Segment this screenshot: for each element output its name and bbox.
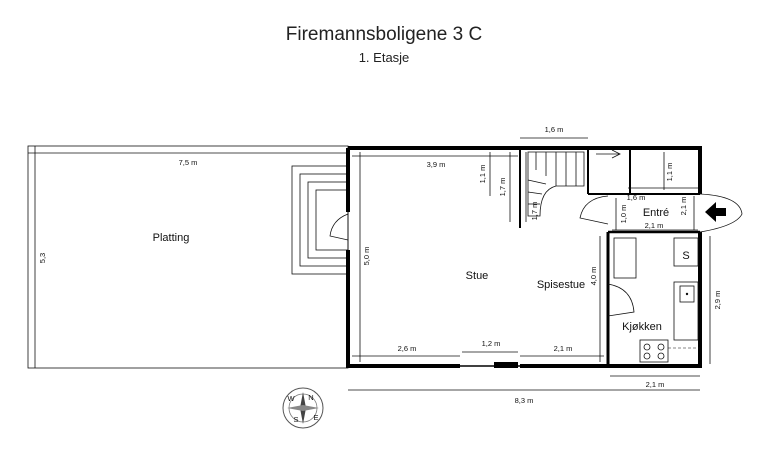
room-label-entre: Entré (643, 207, 669, 219)
doors (329, 193, 743, 317)
spisestue-height-label: 4,0 m (589, 267, 598, 286)
room-labels: Stue Spisestue Entré Kjøkken S (466, 207, 690, 333)
room-label-kjokken: Kjøkken (622, 321, 662, 333)
bottom-left-label: 2,6 m (398, 344, 417, 353)
arrow-left-icon (705, 202, 726, 222)
compass-s: S (293, 415, 298, 424)
platting-height-label: 5,3 (38, 253, 47, 263)
stue-top-label: 3,9 m (427, 160, 446, 169)
deck-steps (291, 165, 349, 275)
entre-h3-label: 2,1 m (679, 197, 688, 216)
room-label-platting: Platting (153, 232, 190, 244)
walls (346, 146, 702, 368)
dimensions: 1,6 m 3,9 m 1,1 m 1,7 m 1,7 m 5,0 m 1,6 … (348, 125, 722, 405)
compass-e: E (313, 413, 318, 422)
entre-h2-label: 1,0 m (619, 205, 628, 224)
stair-h3-label: 1,7 m (530, 202, 539, 221)
entre-bottom-label: 2,1 m (645, 221, 664, 230)
room-label-stue: Stue (466, 270, 489, 282)
total-width-label: 8,3 m (515, 396, 534, 405)
entre-h1-label: 1,1 m (665, 163, 674, 182)
stair-top-label: 1,6 m (545, 125, 564, 134)
kitchen-height-label: 2,9 m (713, 291, 722, 310)
stair-h2-label: 1,7 m (498, 178, 507, 197)
stue-left-label: 5,0 m (362, 247, 371, 266)
platting-width-label: 7,5 m (179, 158, 198, 167)
room-label-spisestue: Spisestue (537, 279, 585, 291)
stair-h1-label: 1,1 m (478, 165, 487, 184)
compass-n: N (308, 393, 313, 402)
compass-icon: N S E W (282, 387, 324, 429)
plan-title: Firemannsboligene 3 C (285, 24, 483, 45)
bottom-right-label: 2,1 m (554, 344, 573, 353)
entre-width-label: 1,6 m (627, 193, 646, 202)
room-label-s: S (682, 250, 689, 262)
kitchen-width-label: 2,1 m (646, 380, 665, 389)
plan-subtitle: 1. Etasje (358, 50, 410, 65)
bottom-mid-label: 1,2 m (482, 339, 501, 348)
staircase (527, 149, 621, 217)
kitchen-fixtures (613, 237, 700, 363)
compass-w: W (287, 394, 295, 403)
